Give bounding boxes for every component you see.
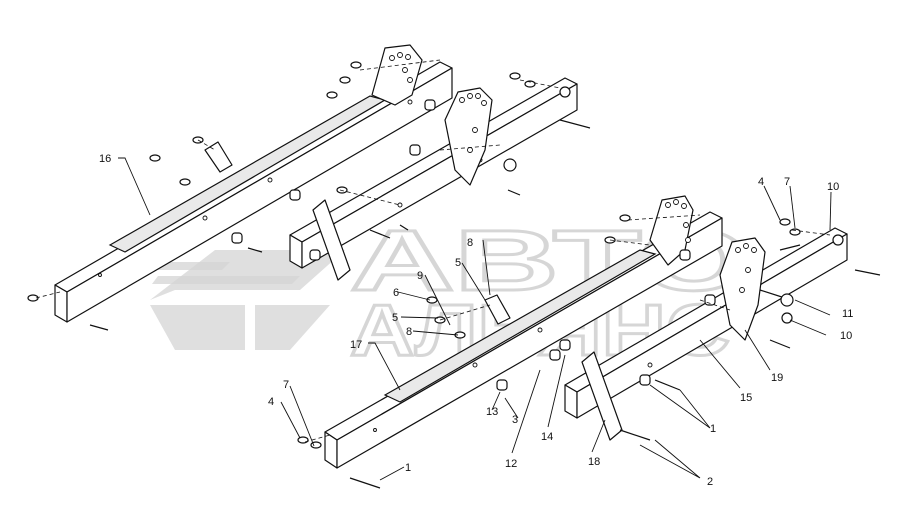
- callout-1-lower-right: 1: [710, 423, 716, 435]
- callout-4-left: 4: [268, 396, 274, 408]
- callout-10-upper: 10: [827, 181, 839, 193]
- callout-17: 17: [350, 339, 362, 351]
- callout-15: 15: [740, 392, 752, 404]
- watermark-logo-emblem: [150, 250, 345, 350]
- bracket-plate-upper-1: [371, 44, 423, 106]
- callout-6: 6: [393, 287, 399, 299]
- callout-12: 12: [505, 458, 517, 470]
- bracket-plate-upper-2: [444, 87, 493, 186]
- callout-13: 13: [486, 406, 498, 418]
- callout-11: 11: [842, 308, 853, 320]
- callout-5-upper: 5: [455, 257, 461, 269]
- callout-3: 3: [512, 414, 518, 426]
- leader-lines: [118, 157, 832, 481]
- bracket-plate-upper-3: [204, 141, 351, 281]
- callout-16: 16: [99, 153, 111, 165]
- bracket-plate-lower-19: [719, 237, 766, 341]
- beam-upper-left: [54, 61, 453, 323]
- callout-19: 19: [771, 372, 783, 384]
- callout-14: 14: [541, 431, 553, 443]
- upper-hardware: [27, 61, 591, 331]
- callout-7-right: 7: [784, 176, 790, 188]
- callout-8-upper: 8: [467, 237, 473, 249]
- callout-1-lower-left: 1: [405, 462, 411, 474]
- lower-assembly-lines: [304, 214, 831, 443]
- callout-10-lower: 10: [840, 330, 852, 342]
- callout-2: 2: [707, 476, 713, 488]
- callout-18: 18: [588, 456, 600, 468]
- bracket-plate-lower-1: [649, 195, 694, 266]
- callout-8-lower: 8: [406, 326, 412, 338]
- beam-lower-left: [324, 211, 723, 469]
- callout-9: 9: [417, 270, 423, 282]
- upper-assembly-lines: [35, 59, 561, 299]
- bracket-plate-lower-18: [484, 294, 623, 441]
- beam-upper-right: [289, 77, 578, 269]
- callout-7-left: 7: [283, 379, 289, 391]
- callout-4-right: 4: [758, 176, 764, 188]
- callout-5-lower: 5: [392, 312, 398, 324]
- callouts: 16 17 1 1 2 3 4 4 5 5 6 7 7 8 8 9 10 10 …: [99, 153, 853, 488]
